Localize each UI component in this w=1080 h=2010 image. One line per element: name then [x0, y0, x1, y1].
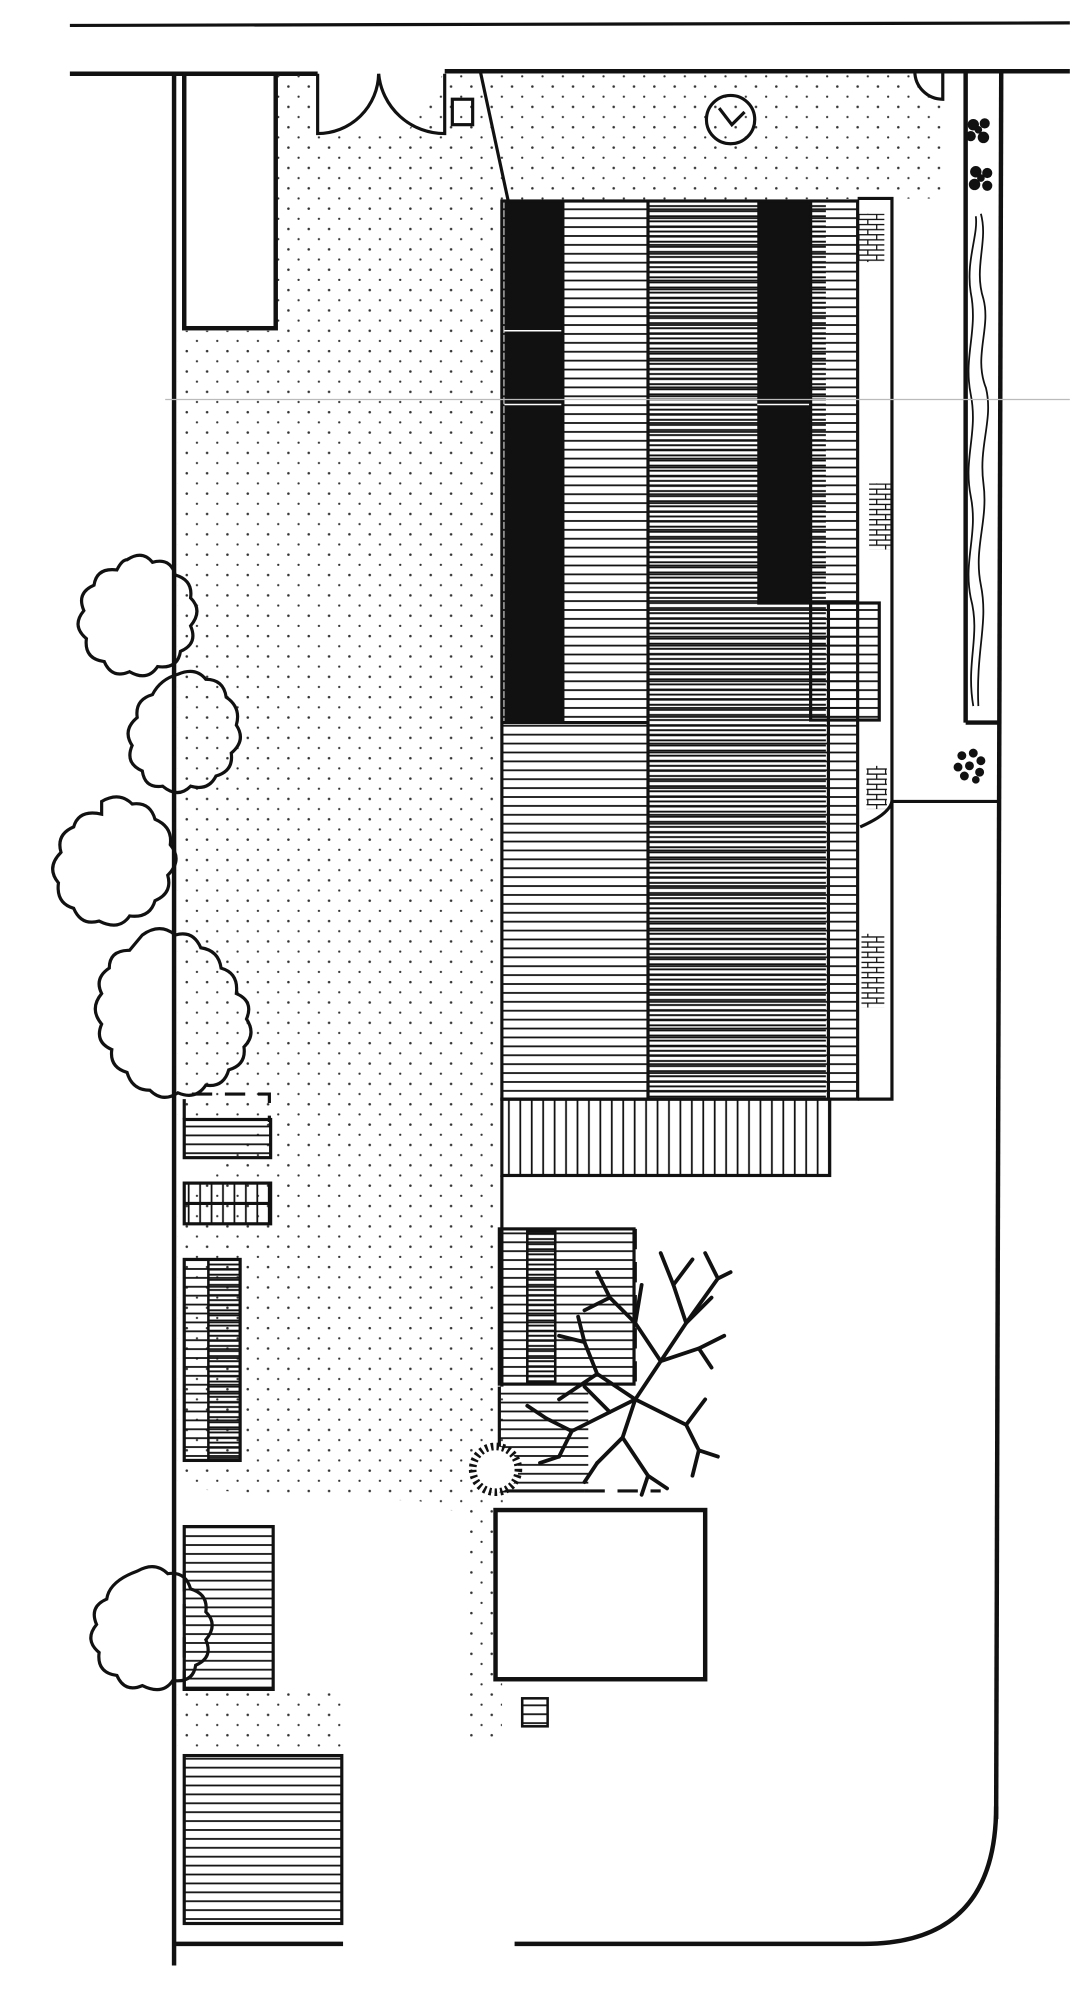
building-bay [809, 601, 881, 722]
round-feature [704, 93, 757, 146]
round-shrub [468, 1442, 523, 1497]
main-building [500, 199, 860, 1101]
shed-square [493, 1507, 708, 1682]
stream-channel [967, 213, 990, 707]
gravel-areas [177, 71, 947, 1756]
long-planter [182, 71, 278, 331]
small-box [520, 1697, 549, 1728]
branching-tree [525, 1251, 733, 1497]
corner-notch [913, 71, 945, 101]
canopy-trees [51, 553, 253, 1692]
street-edge [69, 21, 1070, 77]
left-planters [182, 1117, 344, 1926]
shrub-clusters [953, 118, 993, 784]
gate-post [450, 97, 475, 127]
right-wall-strip [857, 196, 998, 1101]
right-boundary [514, 71, 1004, 1947]
annex-structure [497, 1175, 661, 1493]
covered-terrace [500, 1097, 832, 1178]
diagonal-wall [478, 70, 510, 202]
entrance-gate [316, 73, 447, 136]
